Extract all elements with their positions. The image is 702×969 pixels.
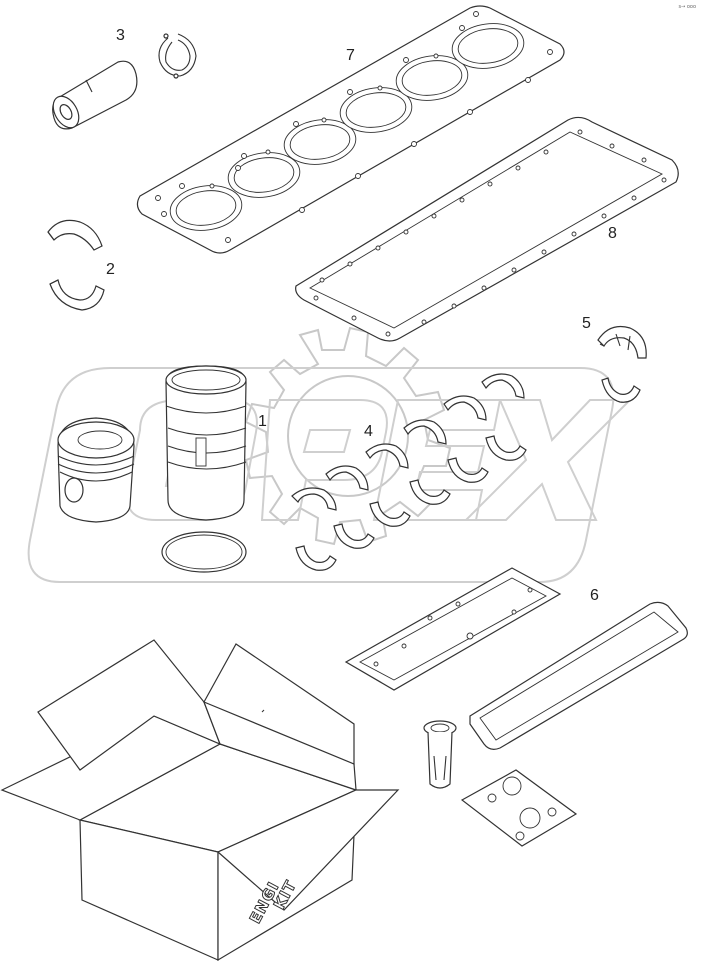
- callout-3: 3: [116, 27, 125, 44]
- engine-kit-box: [0, 639, 400, 962]
- callout-8: 8: [608, 225, 617, 242]
- main-bearing-shells: [291, 373, 527, 571]
- thrust-bearing-lower: [601, 377, 641, 403]
- piston: [57, 417, 135, 523]
- thrust-bearing-upper: [597, 325, 647, 359]
- callout-5: 5: [582, 315, 591, 332]
- head-gasket-holes: [155, 11, 553, 243]
- connecting-rod-bearing-lower: [49, 279, 105, 311]
- intake-manifold-gasket: [344, 567, 562, 691]
- cylinder-liner: [165, 365, 247, 521]
- connecting-rod-bearing-upper: [47, 219, 103, 251]
- flange-gasket: [460, 769, 578, 847]
- callout-2: 2: [106, 261, 115, 278]
- pin-circlip: [158, 33, 197, 79]
- piston-pin: [52, 60, 138, 130]
- figure-code: s→ ooo: [678, 4, 696, 10]
- callout-1: 1: [258, 413, 267, 430]
- oil-filler-tube: [423, 720, 457, 789]
- callout-6: 6: [590, 587, 599, 604]
- callout-7: 7: [346, 47, 355, 64]
- oil-pan-gasket-holes: [313, 129, 667, 337]
- cylinder-head-gasket: [136, 5, 565, 254]
- oil-pan-gasket: [295, 116, 679, 342]
- valve-cover-gasket: [469, 601, 688, 750]
- callout-4: 4: [364, 423, 373, 440]
- liner-o-ring: [161, 531, 247, 573]
